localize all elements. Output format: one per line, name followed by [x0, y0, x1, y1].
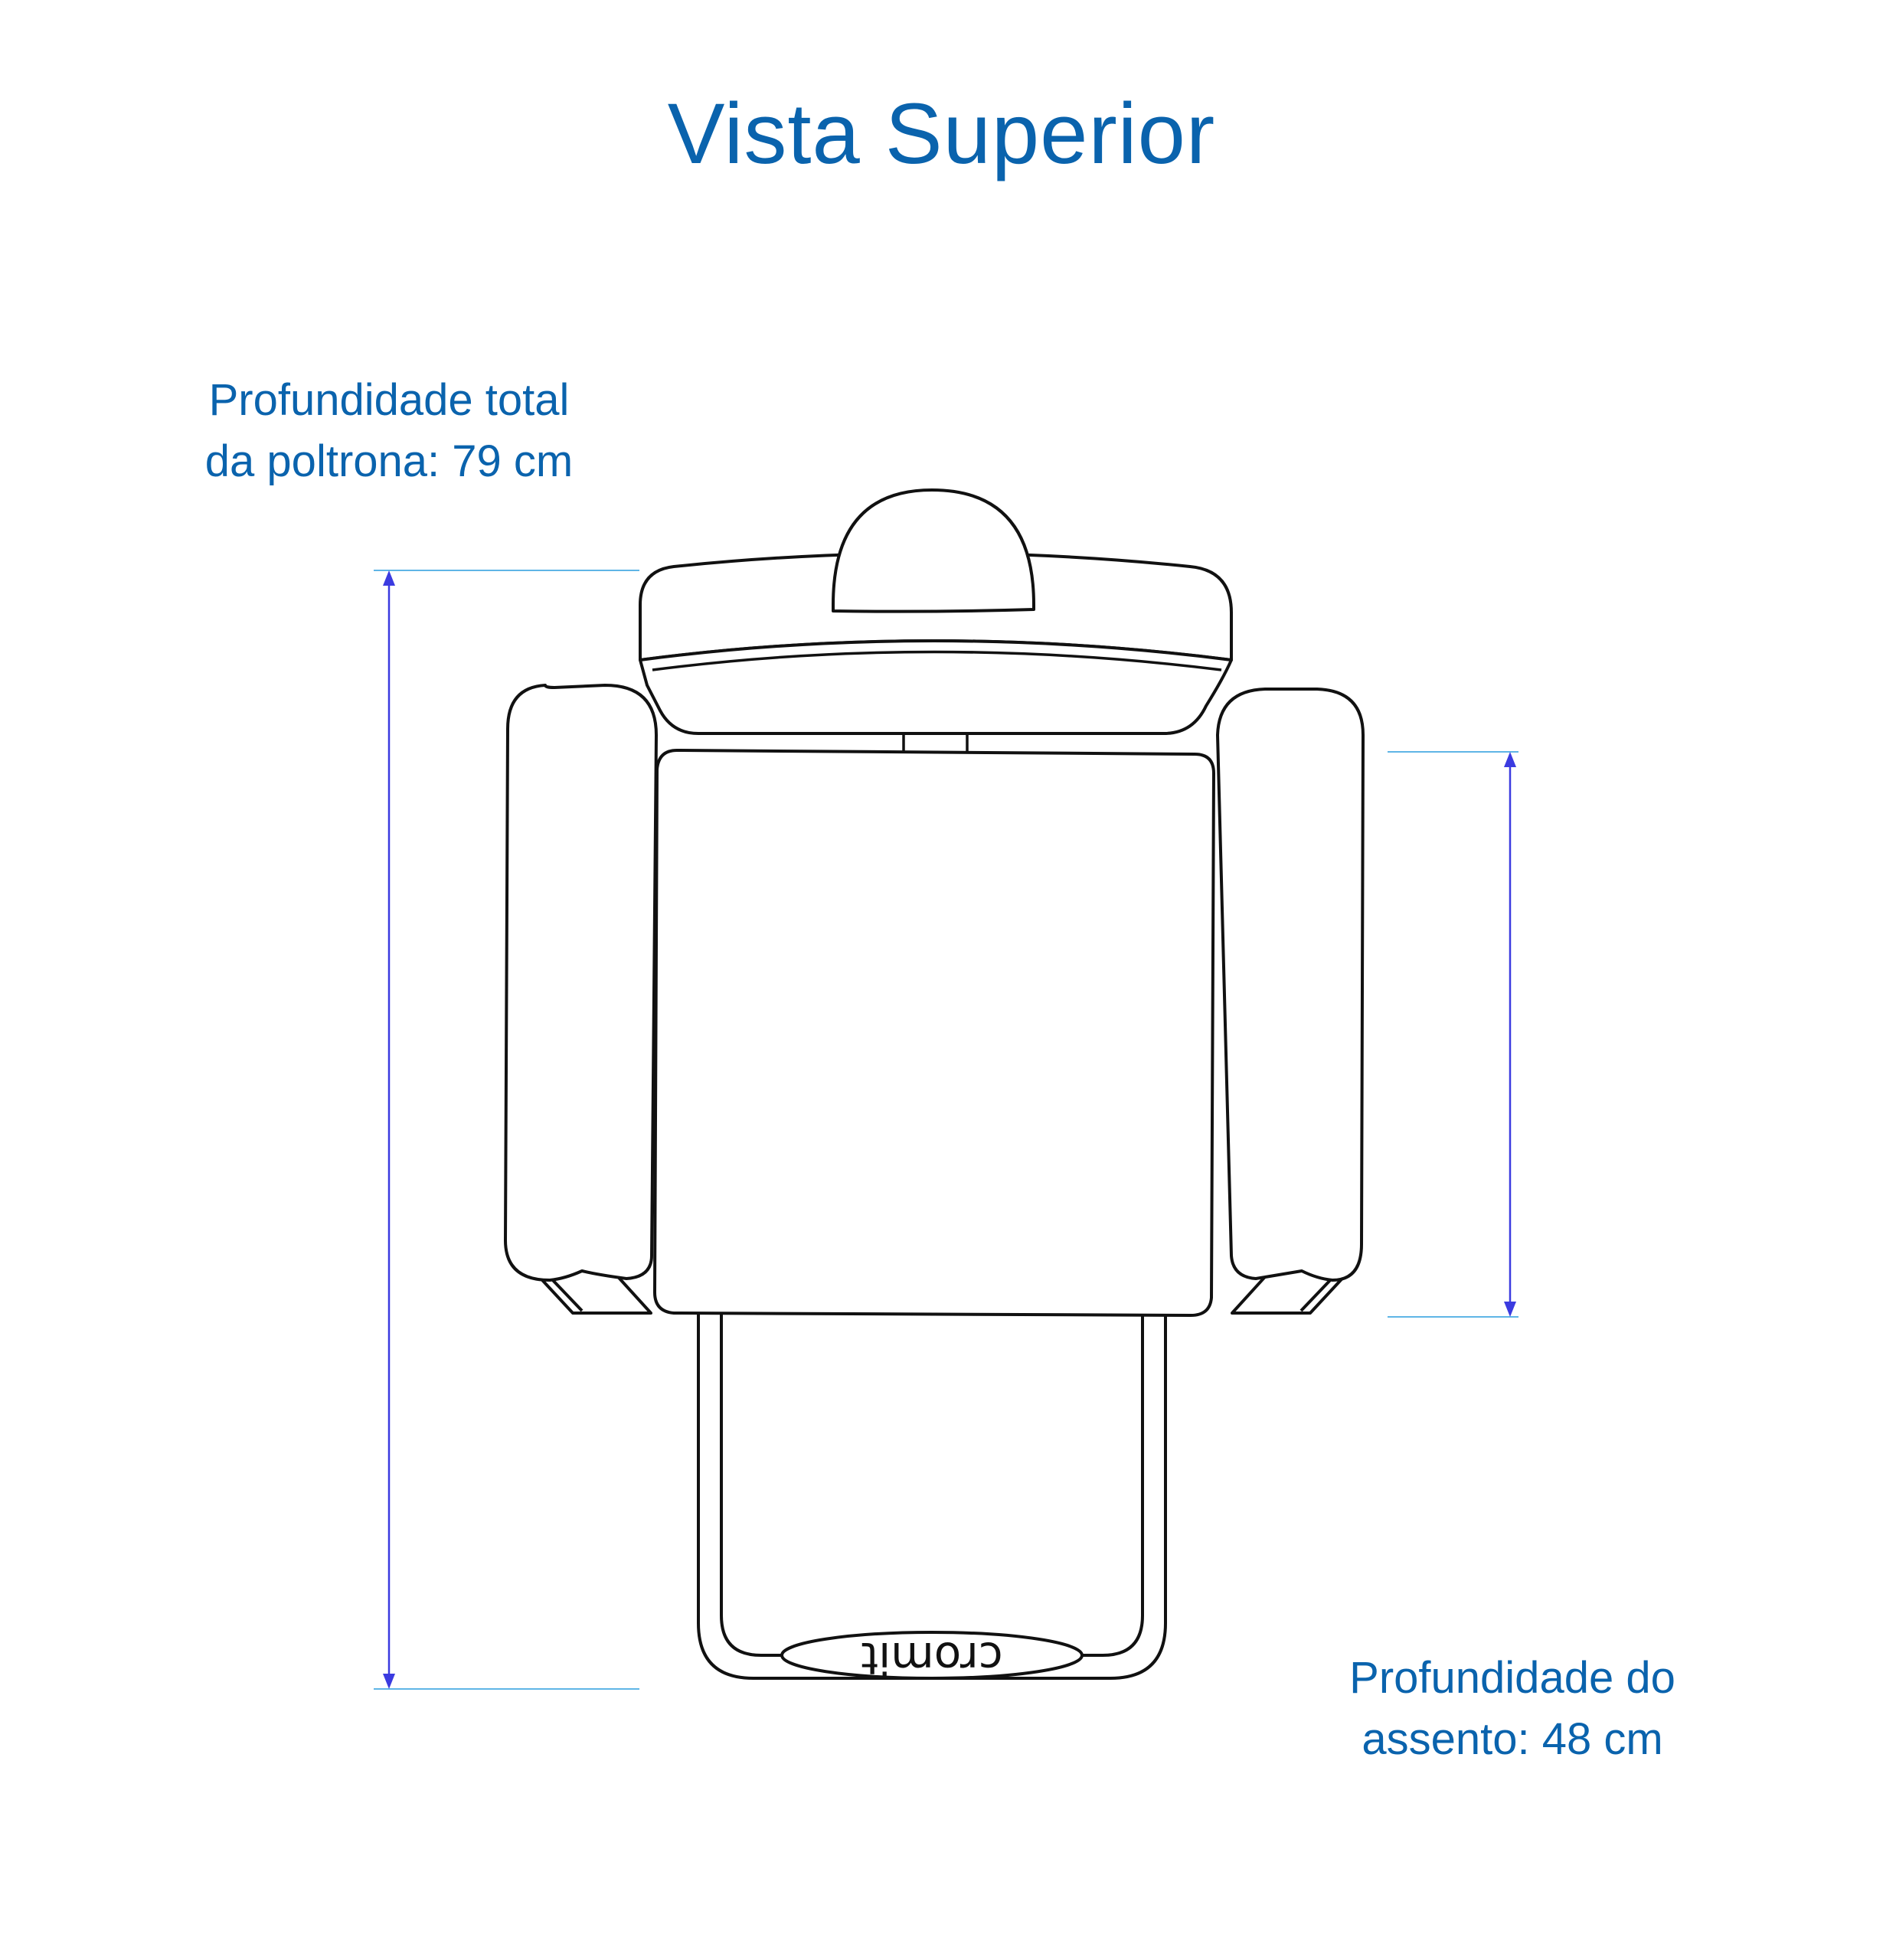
footrest-inner-frame [720, 1300, 1144, 1657]
backrest [639, 488, 1233, 752]
seat-depth-label: Profundidade do assento: 48 cm [1336, 1648, 1688, 1770]
right-armrest-base-edge [1299, 1276, 1335, 1312]
page-title: Vista Superior [667, 86, 1216, 181]
headrest [832, 488, 1035, 613]
seat-depth-top-arrow [1504, 752, 1516, 767]
right-armrest-cushion [1216, 688, 1365, 1282]
logo-plate [780, 1631, 1084, 1680]
seat-depth-bottom-arrow [1504, 1302, 1516, 1317]
backrest-cushion [639, 639, 1233, 735]
seat-depth-label-line1: Profundidade do [1349, 1653, 1675, 1703]
seat-depth-dimension [1388, 751, 1518, 1318]
footrest: cromit [697, 1300, 1167, 1684]
right-armrest [1216, 688, 1365, 1315]
total-depth-bottom-arrow [383, 1674, 395, 1689]
backrest-cushion-edge [652, 650, 1222, 671]
total-depth-label-line1: Profundidade total [208, 375, 570, 425]
seat-depth-label-line2: assento: 48 cm [1362, 1714, 1663, 1764]
left-armrest [504, 684, 658, 1315]
total-depth-top-arrow [383, 570, 395, 586]
total-depth-label: Profundidade total da poltrona: 79 cm [190, 370, 588, 492]
total-depth-label-line2: da poltrona: 79 cm [204, 436, 574, 486]
seat [653, 749, 1215, 1317]
seat-cushion [653, 749, 1215, 1317]
left-armrest-cushion [504, 684, 658, 1282]
total-depth-dimension [374, 570, 639, 1690]
logo: cromit [861, 1632, 1002, 1684]
left-armrest-base-edge [548, 1276, 584, 1312]
